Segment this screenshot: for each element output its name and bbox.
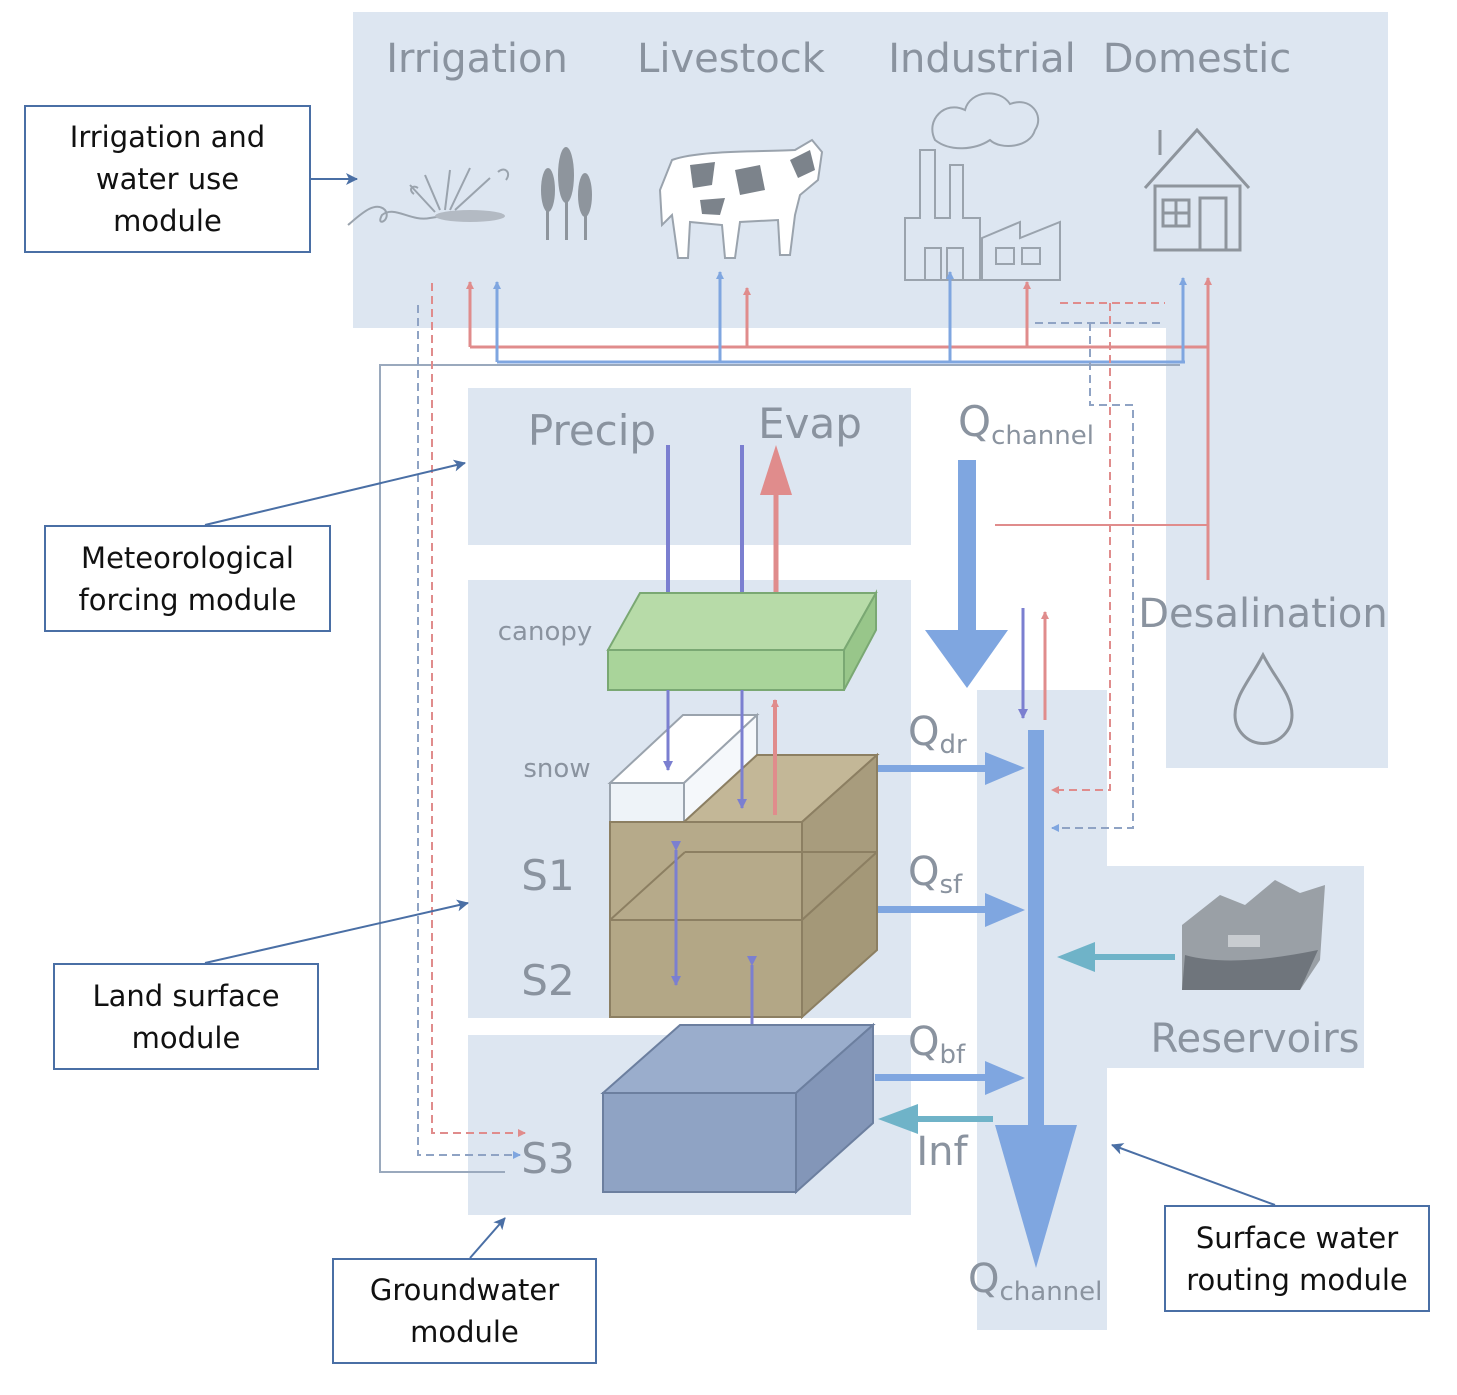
channel-inflow-shaft [958, 460, 976, 635]
surface-water-module-line-2: routing module [1186, 1262, 1408, 1297]
meteorological-panel [468, 388, 911, 545]
groundwater-module-label: Groundwater module [332, 1258, 597, 1364]
pointer-land-surface [204, 899, 469, 964]
s2-label: S2 [521, 956, 574, 1005]
qbf-base: Q [908, 1019, 939, 1065]
land-surface-module-label: Land surface module [53, 963, 319, 1070]
q-channel-bottom-base: Q [968, 1256, 999, 1302]
soil-column [609, 752, 880, 1020]
s1-label: S1 [521, 851, 574, 900]
channel-inflow-head [925, 630, 1008, 688]
water-use-panel [353, 12, 1388, 328]
groundwater-module-line-1: Groundwater [369, 1273, 560, 1307]
meteorological-module-line-1: Meteorological [81, 540, 294, 575]
pointer-meteorological [204, 459, 466, 526]
cow-icon [658, 138, 824, 259]
qdr-base: Q [908, 709, 939, 755]
precip-label: Precip [528, 406, 656, 455]
return-dash-red [1052, 302, 1165, 790]
livestock-label: Livestock [637, 36, 826, 82]
reservoirs-label: Reservoirs [1150, 1016, 1359, 1062]
qsf-base: Q [908, 849, 939, 895]
factory-icon [904, 92, 1061, 281]
q-channel-bottom-sub: channel [999, 1277, 1102, 1307]
qsf-sub: sf [939, 870, 963, 900]
reservoir-release-arrow [1057, 942, 1175, 972]
qdr-sub: dr [939, 730, 967, 760]
surface-water-module-line-1: Surface water [1195, 1220, 1399, 1255]
domestic-label: Domestic [1103, 36, 1291, 82]
q-channel-top-label: Qchannel [958, 397, 1094, 451]
canopy-layer [606, 589, 878, 691]
qbf-label: Qbf [908, 1019, 966, 1070]
evap-arrow-head [760, 445, 792, 495]
q-channel-top-base: Q [958, 397, 991, 446]
house-icon [1143, 127, 1251, 252]
qdr-arrow [878, 752, 1025, 785]
pointer-groundwater [469, 1217, 506, 1259]
s3-label: S3 [521, 1134, 574, 1183]
main-channel-head [995, 1125, 1077, 1268]
qbf-sub: bf [939, 1040, 966, 1070]
surface-water-routing-module-label: Surface water routing module [1164, 1205, 1430, 1312]
desalination-label: Desalination [1138, 591, 1387, 637]
return-dash-blue [1035, 322, 1160, 828]
snow-label: snow [523, 754, 590, 784]
land-surface-module-line-2: module [131, 1020, 241, 1055]
irrigation-module-line-3: module [113, 204, 222, 238]
meteorological-module-line-2: forcing module [78, 582, 297, 617]
irrigation-module-line-1: Irrigation and [69, 120, 266, 154]
irrigation-groundwater-dash-blue [417, 305, 521, 1159]
wheat-icon [541, 147, 592, 240]
q-channel-top-sub: channel [991, 421, 1094, 451]
reservoir-dam-icon [1182, 880, 1325, 990]
inf-arrow [878, 1104, 993, 1134]
q-channel-bottom-label: Qchannel [968, 1256, 1102, 1307]
pointer-surface-water [1111, 1143, 1276, 1206]
evap-label: Evap [758, 399, 862, 448]
main-channel-shaft [1028, 730, 1044, 1130]
qsf-label: Qsf [908, 849, 963, 900]
qdr-label: Qdr [908, 709, 967, 760]
meteorological-module-label: Meteorological forcing module [44, 525, 331, 632]
inf-label: Inf [916, 1129, 968, 1175]
water-drop-icon [1233, 651, 1294, 745]
industrial-label: Industrial [888, 36, 1076, 82]
groundwater-module-line-2: module [410, 1315, 519, 1349]
irrigation-groundwater-dash-red [431, 283, 526, 1137]
irrigation-label: Irrigation [386, 36, 568, 82]
irrigation-module-line-2: water use [95, 162, 240, 196]
land-surface-module-line-1: Land surface [92, 978, 280, 1013]
groundwater-block [600, 1022, 876, 1195]
qsf-arrow [878, 893, 1025, 927]
supply-pipe-left [379, 364, 1180, 1173]
canopy-label: canopy [498, 617, 593, 647]
desalination-panel [1166, 328, 1388, 768]
sprinkler-icon [347, 167, 510, 226]
qbf-arrow [875, 1061, 1025, 1095]
irrigation-water-use-module-label: Irrigation and water use module [24, 105, 311, 253]
